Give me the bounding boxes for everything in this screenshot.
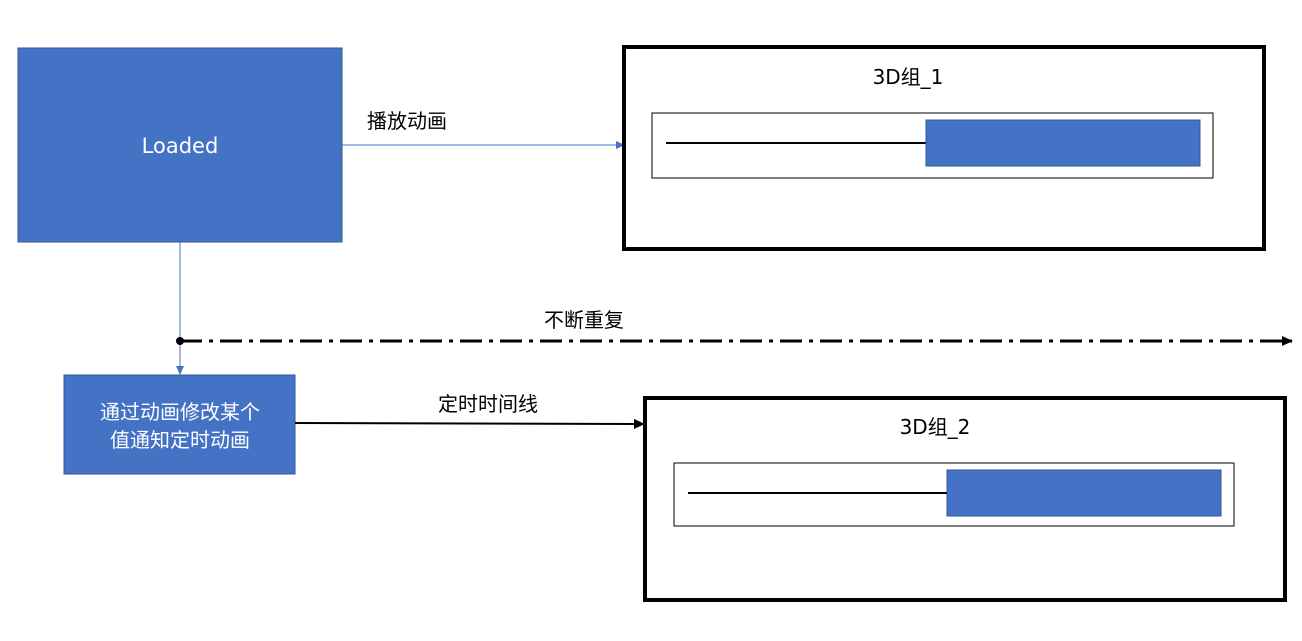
edge-repeat-label: 不断重复 xyxy=(544,308,624,332)
group2-container: 3D组_2 xyxy=(643,396,1287,602)
group2-title: 3D组_2 xyxy=(900,415,971,439)
edge-repeat: 不断重复 xyxy=(180,308,1293,346)
edge-timed-timeline: 定时时间线 xyxy=(294,392,645,429)
edge-timed-timeline-label: 定时时间线 xyxy=(438,392,538,416)
group1-container: 3D组_1 xyxy=(622,45,1266,251)
loaded-label: Loaded xyxy=(142,134,219,158)
group1-blue-bar xyxy=(925,119,1201,167)
group2-blue-bar xyxy=(946,469,1222,517)
edge-play-animation-label: 播放动画 xyxy=(367,109,447,133)
modify-node: 通过动画修改某个 值通知定时动画 xyxy=(63,374,296,475)
group1-title: 3D组_1 xyxy=(873,65,944,89)
edge-loaded-to-modify xyxy=(176,242,184,375)
edge-play-animation: 播放动画 xyxy=(342,109,625,149)
modify-label-line2: 值通知定时动画 xyxy=(110,428,250,452)
modify-label-line1: 通过动画修改某个 xyxy=(100,400,260,424)
loaded-node: Loaded xyxy=(17,47,343,243)
